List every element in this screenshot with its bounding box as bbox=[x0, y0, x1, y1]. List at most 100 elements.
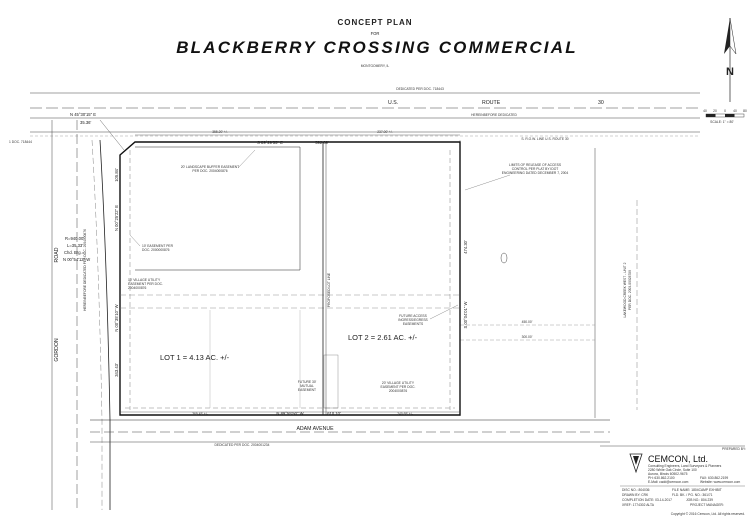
doc-left-note: 1 DOC. 718444 bbox=[9, 140, 32, 144]
title-main: BLACKBERRY CROSSING COMMERCIAL bbox=[176, 38, 578, 57]
note-easement10: 10' EASEMENT PER DOC. 2000000876 bbox=[129, 234, 174, 252]
north-arrow-icon: N bbox=[724, 17, 737, 102]
scale-tick-0: 0 bbox=[724, 109, 726, 113]
access-note-3: ENGINEERING DATED DECEMBER 7, 2004 bbox=[502, 171, 569, 175]
village-utility-note-1: 20' VILLAGE UTILITY bbox=[382, 381, 415, 385]
curve-chord-value: N 00°54'12" W bbox=[63, 257, 90, 262]
dim-left: 450.00' bbox=[522, 320, 533, 324]
bottom-left-segment: 369.45' +/- bbox=[192, 412, 208, 416]
road-adam-avenue: ADAM AVENUE bbox=[296, 426, 334, 432]
note-future-mutual: FUTURE 30' MUTUAL EASEMENT bbox=[298, 380, 317, 392]
firm-email: E-Mail: cadd@cemcon.com bbox=[648, 480, 689, 484]
firm-subtitle: Consulting Engineers, Land Surveyors & P… bbox=[648, 464, 722, 468]
note-village-utility: 20' VILLAGE UTILITY EASEMENT PER DOC. 20… bbox=[381, 381, 416, 393]
village-utility-note-2: EASEMENT PER DOC. bbox=[381, 385, 416, 389]
lot-2-label: LOT 2 = 2.61 AC. +/- bbox=[348, 333, 418, 342]
road-route: ROUTE bbox=[482, 100, 501, 106]
bottom-right-segment: 240.65' +/- bbox=[397, 412, 413, 416]
job-no: JOB NO.: 804.239 bbox=[686, 498, 713, 502]
scale-tick-40a: 40 bbox=[703, 109, 707, 113]
cemcon-logo-icon bbox=[629, 453, 643, 474]
title-line1: CONCEPT PLAN bbox=[337, 18, 412, 27]
easement10-note-1: 10' EASEMENT PER bbox=[142, 244, 174, 248]
firm-title-block: PREPARED BY: CEMCON, Ltd. Consulting Eng… bbox=[600, 445, 746, 507]
right-distance: 474.30' bbox=[463, 240, 468, 254]
lot-1-label: LOT 1 = 4.13 AC. +/- bbox=[160, 353, 230, 362]
future-mutual-note-2: MUTUAL bbox=[300, 384, 314, 388]
left-lower-bearing: N 00°35'10" W bbox=[114, 304, 119, 331]
scale-tick-20: 20 bbox=[713, 109, 717, 113]
right-bearing: S 00°04'01" W bbox=[463, 301, 468, 328]
top-right-segment: 237.00' +/- bbox=[377, 130, 393, 134]
top-distance: 592.09' bbox=[315, 140, 329, 145]
firm-phone: PH: 630.862.2100 bbox=[648, 476, 675, 480]
top-bearing: S 89°29'55" E bbox=[257, 140, 283, 145]
hereinbefore-note: HEREINBEFORE DEDICATED bbox=[471, 113, 517, 117]
left-lower-distance: 343.43' bbox=[114, 363, 119, 377]
row-line-note: S. R.O.W. LINE U.S. ROUTE 30 bbox=[521, 137, 568, 141]
bottom-distance: 610.10' bbox=[327, 411, 341, 416]
buffer-note-1: 20' LANDSCAPE BUFFER EASEMENT bbox=[181, 165, 239, 169]
utility10-note-2: EASEMENT PER DOC. bbox=[128, 282, 163, 286]
site-boundary bbox=[119, 141, 461, 416]
curve-length: L=35.33' bbox=[67, 243, 83, 248]
firm-address: 2280 White Oak Circle, Suite 100 bbox=[648, 468, 697, 472]
access-note-1: LIMITS OF RELEASE OF ACCESS bbox=[509, 163, 562, 167]
bottom-bearing: N 89°55'50" W bbox=[276, 411, 303, 416]
dimension-lines bbox=[120, 134, 460, 413]
future-mutual-note-3: EASEMENT bbox=[298, 388, 316, 392]
scale-label: SCALE: 1" = 80' bbox=[710, 120, 734, 124]
future-mutual-note-1: FUTURE 30' bbox=[298, 380, 317, 384]
lakewood-note-1: LAKEWOOD CREEK WEST - UNIT 2 bbox=[623, 262, 627, 317]
dim-right: 300.00' bbox=[522, 335, 533, 339]
lakewood-note-2: PER DOC. 2003-00028789 bbox=[628, 270, 632, 310]
curve-chord-label: Chd. Brg.= bbox=[64, 250, 85, 255]
east-parcel: 450.00' 300.00' LAKEWOOD CREEK WEST - UN… bbox=[459, 140, 638, 418]
top-left-segment: 355.20' +/- bbox=[212, 130, 228, 134]
gordon-road: GORDON ROAD HEREINBEFORE DEDICATED PER D… bbox=[51, 120, 111, 510]
copyright: Copyright © 2016 Cemcon, Ltd. All rights… bbox=[671, 512, 745, 516]
note-future-access: FUTURE ACCESS INGRESS/EGRESS EASEMENTS bbox=[398, 304, 459, 326]
curve-data: R=940.00' L=35.33' Chd. Brg.= N 00°54'12… bbox=[63, 236, 90, 262]
curve-radius: R=940.00' bbox=[65, 236, 84, 241]
firm-city: Aurora, Illinois 60502-9675 bbox=[648, 472, 688, 476]
corner-distance: 35.36' bbox=[80, 120, 91, 125]
access-note-2: CONTROL PER PLAT BY IDOT bbox=[512, 167, 559, 171]
note-buffer: 20' LANDSCAPE BUFFER EASEMENT PER DOC. 2… bbox=[181, 149, 256, 173]
drawn-by: DRAWN BY: CRK bbox=[622, 493, 649, 497]
easement-lines bbox=[120, 146, 460, 410]
dedicated-top-note: DEDICATED PER DOC. 718443 bbox=[396, 87, 444, 91]
disc-no: DISC NO.: 804036 bbox=[622, 488, 650, 492]
easement10-note-2: DOC. 2000000876 bbox=[142, 248, 170, 252]
lot-line-label: PROPOSED LOT LINE bbox=[327, 272, 331, 307]
field-book: FLD. BK. / PG. NO.: 361/71 bbox=[672, 493, 713, 497]
scale-tick-40b: 40 bbox=[733, 109, 737, 113]
utility10-note-1: 10' VILLAGE UTILITY bbox=[128, 278, 161, 282]
firm-name: CEMCON, Ltd. bbox=[648, 454, 708, 464]
future-access-note-3: EASEMENTS bbox=[403, 322, 424, 326]
road-road: ROAD bbox=[54, 247, 60, 262]
title-line2: FOR bbox=[371, 31, 380, 36]
road-30: 30 bbox=[598, 100, 604, 106]
future-access-note-1: FUTURE ACCESS bbox=[399, 314, 427, 318]
xref: XREF: 1774302 ALTA bbox=[622, 503, 655, 507]
firm-website: Website: www.cemcon.com bbox=[700, 480, 741, 484]
note-access-limits: LIMITS OF RELEASE OF ACCESS CONTROL PER … bbox=[464, 163, 569, 191]
project-manager: PROJECT MANAGER: bbox=[690, 503, 724, 507]
adam-avenue: ADAM AVENUE DEDICATED PER DOC. 200400123… bbox=[90, 419, 610, 447]
road-us: U.S. bbox=[388, 100, 398, 106]
note-utility10: 10' VILLAGE UTILITY EASEMENT PER DOC. 20… bbox=[128, 278, 163, 290]
corner-bearing: N 45°30'15" E bbox=[70, 112, 96, 117]
gordon-doc-note: HEREINBEFORE DEDICATED PER DOC. 20040008… bbox=[83, 229, 87, 311]
scale-bar: 40 20 0 40 80 SCALE: 1" = 80' bbox=[703, 109, 747, 124]
file-name: FILE NAME: 1804CAMP EXHIBIT bbox=[672, 488, 722, 492]
buffer-note-2: PER DOC. 2004000876 bbox=[192, 169, 227, 173]
left-upper-bearing: N 00°25'22" E bbox=[114, 205, 119, 231]
village-utility-note-3: 2004000876 bbox=[389, 389, 408, 393]
completion-date: COMPLETION DATE: 03-14-2017 bbox=[622, 498, 672, 502]
future-access-note-2: INGRESS/EGRESS bbox=[398, 318, 428, 322]
north-letter: N bbox=[726, 66, 734, 78]
left-upper-distance: 105.84' bbox=[114, 168, 119, 182]
